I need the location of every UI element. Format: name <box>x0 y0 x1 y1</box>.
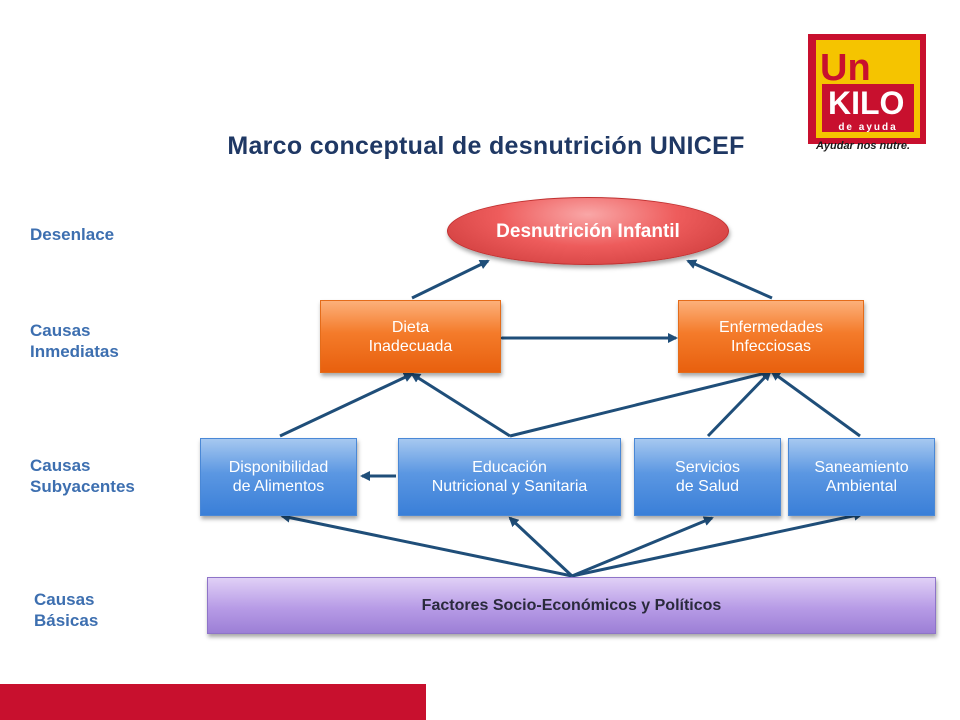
node-desnutricion-infantil: Desnutrición Infantil <box>447 197 729 265</box>
node-disponibilidad-line1: Disponibilidad <box>228 459 329 476</box>
node-dieta-inadecuada: Dieta Inadecuada <box>320 300 501 373</box>
footer-red-bar <box>0 684 426 720</box>
level-label-basic-line1: Causas <box>34 590 95 609</box>
arrow-basic-to-health <box>571 516 714 578</box>
arrow-education-to-disease <box>509 369 772 438</box>
node-servicios-salud: Servicios de Salud <box>634 438 781 516</box>
logo-text-kilo: KILO <box>828 85 904 121</box>
node-educacion-line1: Educación <box>472 459 547 476</box>
node-disponibilidad-line2: de Alimentos <box>232 478 325 495</box>
node-educacion-nutricional: Educación Nutricional y Sanitaria <box>398 438 621 516</box>
logo-tagline: Ayudar nos nutre. <box>815 140 911 152</box>
arrow-basic-to-sanitation <box>571 510 864 578</box>
node-saneamiento-ambiental: Saneamiento Ambiental <box>788 438 935 516</box>
node-enfermedades-line2: Infecciosas <box>730 337 812 355</box>
level-label-underlying-line1: Causas <box>30 456 91 475</box>
node-saneamiento-line2: Ambiental <box>825 478 898 495</box>
arrow-food-to-diet <box>279 372 414 438</box>
level-label-outcome: Desenlace <box>30 225 115 244</box>
arrow-basic-to-food <box>280 512 573 578</box>
node-enfermedades-infecciosas: Enfermedades Infecciosas <box>678 300 864 373</box>
logo-text-un: Un <box>820 47 871 89</box>
node-desnutricion-infantil-label: Desnutrición Infantil <box>496 220 680 242</box>
level-label-basic: Causas Básicas <box>34 589 98 631</box>
unkilo-logo: Un KILO de ayuda <box>808 34 926 144</box>
page-title: Marco conceptual de desnutrición UNICEF <box>227 132 745 160</box>
node-disponibilidad-alimentos: Disponibilidad de Alimentos <box>200 438 357 516</box>
arrow-health-to-disease <box>706 370 772 438</box>
node-educacion-line2: Nutricional y Sanitaria <box>431 478 588 495</box>
level-label-immediate-line2: Inmediatas <box>30 342 119 361</box>
node-enfermedades-line1: Enfermedades <box>718 318 824 336</box>
node-factores-socio-economicos: Factores Socio-Económicos y Políticos <box>207 577 936 634</box>
arrow-sanitation-to-disease <box>770 370 861 438</box>
level-label-underlying: Causas Subyacentes <box>30 455 135 497</box>
node-dieta-line1: Dieta <box>391 318 430 336</box>
level-label-underlying-line2: Subyacentes <box>30 477 135 496</box>
node-saneamiento-line1: Saneamiento <box>814 459 909 476</box>
level-label-immediate: Causas Inmediatas <box>30 320 119 362</box>
node-servicios-line1: Servicios <box>675 459 740 476</box>
node-servicios-line2: de Salud <box>675 478 740 495</box>
arrow-diet-to-outcome <box>411 259 490 300</box>
level-label-basic-line2: Básicas <box>34 611 99 630</box>
arrow-disease-to-outcome <box>686 259 773 300</box>
logo-text-de-ayuda: de ayuda <box>838 122 897 133</box>
arrow-education-to-diet <box>410 372 511 438</box>
level-label-immediate-line1: Causas <box>30 321 91 340</box>
arrow-basic-to-education <box>508 516 574 578</box>
node-factores-label: Factores Socio-Económicos y Políticos <box>421 597 722 614</box>
node-dieta-line2: Inadecuada <box>368 337 453 355</box>
